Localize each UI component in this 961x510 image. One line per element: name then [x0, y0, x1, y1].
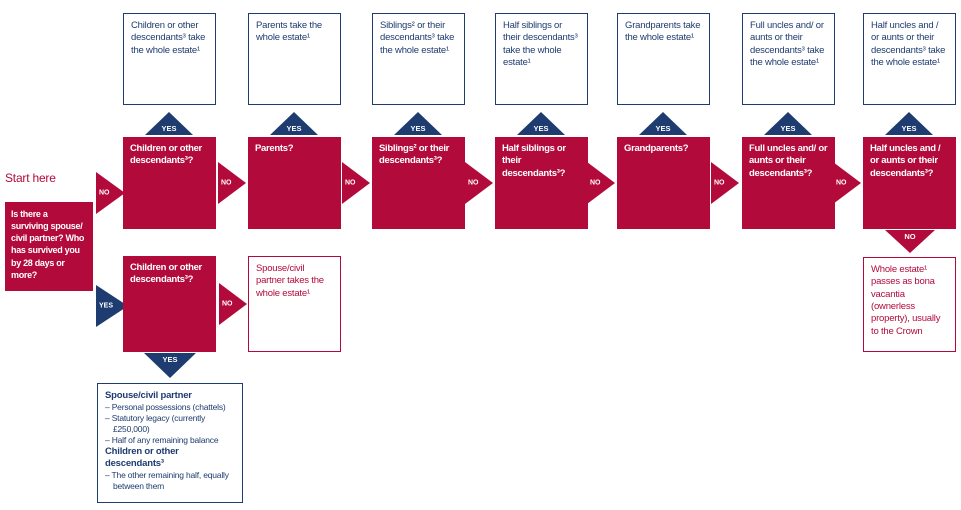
question-text: Full uncles and/ or aunts or their desce…: [749, 143, 828, 179]
yes-arrow-up: YES: [517, 112, 565, 135]
no-arrow-right: NO: [465, 162, 493, 204]
outcome-text: Spouse/civil partner takes the whole est…: [256, 263, 324, 299]
no-arrow-right: NO: [219, 283, 247, 325]
outcome-box: Children or other descendants³ take the …: [123, 13, 216, 105]
yes-arrow-up: YES: [885, 112, 933, 135]
question-text: Half siblings or their descendants³?: [502, 143, 566, 179]
yes-arrow-label: YES: [410, 124, 426, 133]
question-box: Parents?: [248, 137, 341, 229]
flow-column-parents: Parents take the whole estate¹ YES Paren…: [248, 0, 341, 240]
no-arrow-down: NO: [885, 230, 935, 253]
outcome-text: Parents take the whole estate¹: [256, 20, 322, 44]
question-text: Parents?: [255, 143, 294, 154]
details-heading: Children or other descendants³: [105, 446, 179, 469]
outcome-box: Full uncles and/ or aunts or their desce…: [742, 13, 835, 105]
yes-arrow-label: YES: [901, 124, 917, 133]
yes-arrow-up: YES: [145, 112, 193, 135]
no-arrow-label: NO: [590, 179, 601, 187]
no-arrow-label: NO: [836, 179, 847, 187]
details-item: Statutory legacy (currently £250,000): [105, 413, 235, 435]
yes-arrow-up: YES: [394, 112, 442, 135]
yes-arrow-label: YES: [533, 124, 549, 133]
outcome-text: Siblings² or their descendants³ take the…: [380, 20, 455, 56]
start-question-box: Is there a surviving spouse/ civil partn…: [5, 202, 93, 291]
outcome-text: Children or other descendants³ take the …: [131, 20, 206, 56]
no-arrow-label: NO: [99, 189, 110, 197]
question-box: Full uncles and/ or aunts or their desce…: [742, 137, 835, 229]
yes-arrow-label: YES: [99, 302, 114, 310]
yes-arrow-up: YES: [270, 112, 318, 135]
yes-arrow-up: YES: [639, 112, 687, 135]
question-text: Half uncles and / or aunts or their desc…: [870, 143, 941, 179]
no-arrow-label: NO: [221, 179, 232, 187]
outcome-text: Whole estate¹ passes as bona vacantia (o…: [871, 264, 941, 337]
question-text: Grandparents?: [624, 143, 689, 154]
question-text: Siblings² or their descendants³?: [379, 143, 450, 167]
flow-column-siblings: Siblings² or their descendants³ take the…: [372, 0, 465, 240]
flow-column-half-siblings: Half siblings or their descendants³ take…: [495, 0, 588, 240]
no-arrow-label: NO: [468, 179, 479, 187]
outcome-box: Parents take the whole estate¹: [248, 13, 341, 105]
yes-arrow-label: YES: [161, 124, 177, 133]
outcome-box-spouse-takes-estate: Spouse/civil partner takes the whole est…: [248, 256, 341, 352]
details-heading: Spouse/civil partner: [105, 390, 192, 401]
outcome-text: Half uncles and / or aunts or their desc…: [871, 20, 946, 69]
details-item: Personal possessions (chattels): [105, 402, 235, 413]
no-arrow-right: NO: [587, 162, 615, 204]
question-box-children-spouse-branch: Children or other descendants³?: [123, 256, 216, 352]
outcome-box: Siblings² or their descendants³ take the…: [372, 13, 465, 105]
question-box: Grandparents?: [617, 137, 710, 229]
outcome-text: Grandparents take the whole estate¹: [625, 20, 701, 44]
no-arrow-right: NO: [342, 162, 370, 204]
no-arrow-right-start: NO: [96, 172, 125, 214]
flow-column-full-uncles-aunts: Full uncles and/ or aunts or their desce…: [742, 0, 835, 240]
flow-column-children: Children or other descendants³ take the …: [123, 0, 216, 240]
question-box: Half siblings or their descendants³?: [495, 137, 588, 229]
yes-arrow-down: YES: [144, 353, 196, 378]
question-text: Children or other descendants³?: [130, 262, 202, 286]
outcome-text: Half siblings or their descendants³ take…: [503, 20, 578, 69]
outcome-box: Grandparents take the whole estate¹: [617, 13, 710, 105]
outcome-box: Half siblings or their descendants³ take…: [495, 13, 588, 105]
question-box: Half uncles and / or aunts or their desc…: [863, 137, 956, 229]
yes-arrow-label: YES: [655, 124, 671, 133]
yes-arrow-label: YES: [162, 355, 178, 364]
flow-column-grandparents: Grandparents take the whole estate¹ YES …: [617, 0, 710, 240]
start-question-text: Is there a surviving spouse/ civil partn…: [11, 209, 85, 280]
no-arrow-label: NO: [345, 179, 356, 187]
no-arrow-right: NO: [711, 162, 739, 204]
no-arrow-label: NO: [714, 179, 725, 187]
outcome-text: Full uncles and/ or aunts or their desce…: [750, 20, 825, 69]
question-text: Children or other descendants³?: [130, 143, 202, 167]
no-arrow-label: NO: [904, 232, 916, 241]
flow-column-half-uncles-aunts: Half uncles and / or aunts or their desc…: [863, 0, 956, 240]
outcome-box: Half uncles and / or aunts or their desc…: [863, 13, 956, 105]
outcome-box-bona-vacantia: Whole estate¹ passes as bona vacantia (o…: [863, 257, 956, 352]
question-box: Children or other descendants³?: [123, 137, 216, 229]
question-box: Siblings² or their descendants³?: [372, 137, 465, 229]
yes-arrow-up: YES: [764, 112, 812, 135]
no-arrow-right: NO: [833, 162, 861, 204]
start-here-label: Start here: [5, 171, 56, 185]
yes-arrow-label: YES: [780, 124, 796, 133]
spouse-split-details-box: Spouse/civil partner Personal possession…: [97, 383, 243, 503]
details-item: The other remaining half, equally betwee…: [105, 470, 235, 492]
no-arrow-label: NO: [222, 300, 233, 308]
no-arrow-right: NO: [218, 162, 246, 204]
details-item: Half of any remaining balance: [105, 435, 235, 446]
yes-arrow-label: YES: [286, 124, 302, 133]
